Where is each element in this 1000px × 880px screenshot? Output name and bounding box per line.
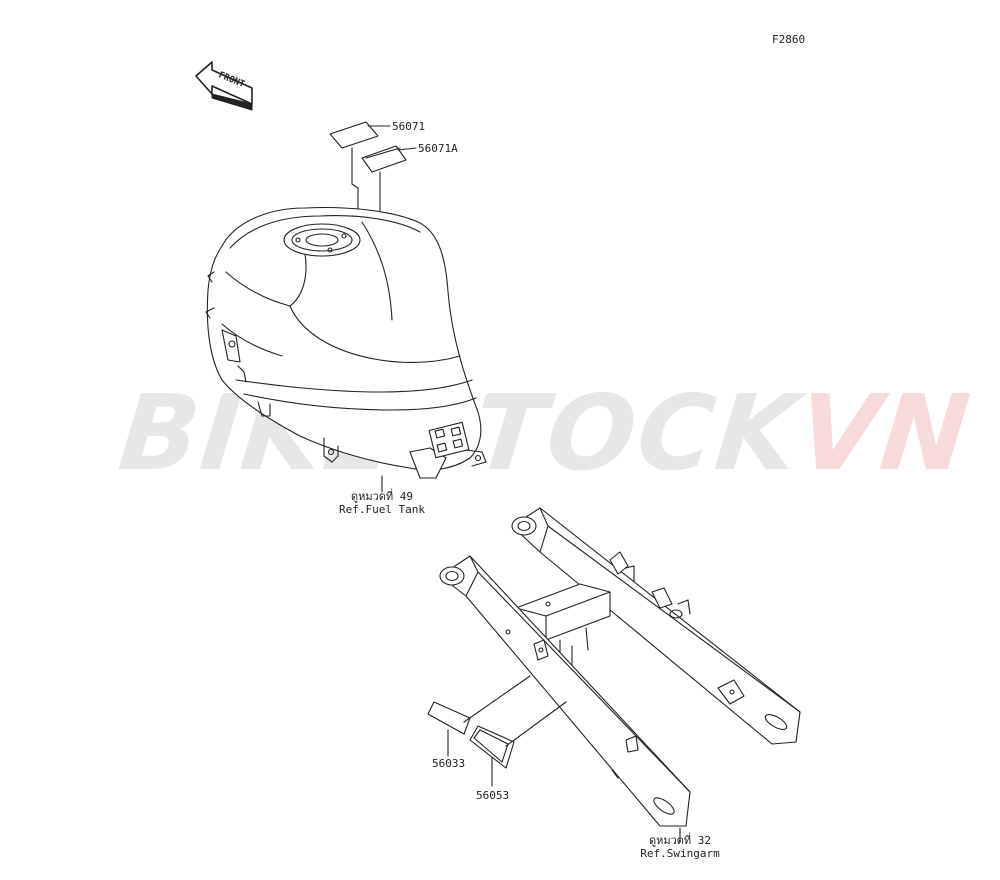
part-number-56071: 56071 [392, 120, 426, 133]
swingarm-icon [439, 507, 801, 843]
swingarm-reference-label: Ref.Swingarm [640, 847, 720, 860]
swingarm-reference-thai: ดูหมวดที่ 32 [648, 834, 712, 847]
part-number-56033: 56033 [432, 757, 466, 770]
fuel-tank-reference: ดูหมวดที่ 49 Ref.Fuel Tank [322, 490, 442, 516]
part-number-56071a: 56071A [418, 142, 458, 155]
part-number-56053: 56053 [476, 789, 510, 802]
front-arrow-icon: FRONT [195, 61, 253, 111]
figure-code: F2860 [772, 33, 806, 46]
decal-56033-icon [427, 675, 531, 757]
decal-56053-icon [469, 701, 567, 787]
fuel-tank-reference-thai: ดูหมวดที่ 49 [350, 490, 414, 503]
swingarm-reference: ดูหมวดที่ 32 Ref.Swingarm [620, 834, 740, 860]
fuel-tank-reference-label: Ref.Fuel Tank [338, 503, 426, 516]
fuel-tank-icon [205, 206, 487, 493]
